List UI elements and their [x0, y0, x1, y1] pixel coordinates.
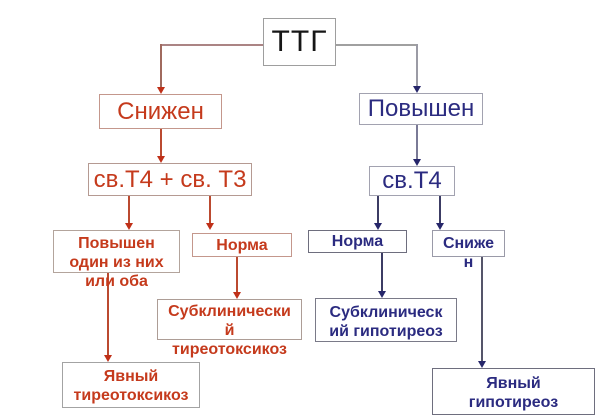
connector-t4t3-povyshenodin — [128, 196, 130, 224]
node-subclin-thyro: Субклинически й тиреотоксикоз — [157, 299, 302, 358]
connector-ttg-povyshen-v — [416, 44, 418, 87]
arrowhead-yavny-hypo — [478, 361, 486, 368]
connector-norma-subclinthyro — [236, 257, 238, 293]
arrowhead-subclin-hypo — [378, 291, 386, 298]
arrowhead-t4 — [413, 159, 421, 166]
node-ttg-label: ТТГ — [271, 25, 328, 58]
connector-ttg-snizhen-v — [160, 44, 162, 88]
connector-t4-norma — [377, 196, 379, 224]
node-subclin-thyro-line3: тиреотоксикоз — [172, 341, 287, 358]
node-yavny-thyro-line2: тиреотоксикоз — [73, 387, 189, 404]
node-povyshen-odin-line1: Повышен — [78, 235, 155, 252]
node-snizhen-left: Снижен — [99, 94, 222, 129]
node-povyshen-odin-line3: или оба — [85, 273, 148, 290]
node-t4: св.Т4 — [369, 166, 455, 196]
connector-snizhen-t4t3 — [160, 129, 162, 157]
connector-povyshen-t4 — [416, 125, 418, 160]
node-snizhen-right-line1: Сниже — [442, 235, 495, 252]
node-snizhen-right-line2: н — [463, 254, 474, 271]
arrowhead-snizhen-left — [157, 87, 165, 94]
node-norma-left: Норма — [192, 233, 292, 257]
node-t4-t3-label: св.Т4 + св. Т3 — [93, 165, 247, 193]
node-norma-right-label: Норма — [331, 233, 384, 250]
node-yavny-thyro: Явный тиреотоксикоз — [62, 362, 200, 408]
node-yavny-hypo-line2: гипотиреоз — [468, 394, 559, 411]
node-norma-left-label: Норма — [216, 237, 268, 254]
node-snizhen-right: Сниже н — [432, 230, 505, 271]
connector-povyshenodin-yavnythyro — [107, 273, 109, 356]
node-subclin-hypo-line1: Субклиническ — [329, 304, 443, 321]
node-ttg: ТТГ — [263, 18, 336, 66]
connector-ttg-povyshen-h — [336, 44, 417, 46]
node-subclin-thyro-line1: Субклинически — [168, 303, 291, 320]
arrowhead-snizhen-right — [436, 223, 444, 230]
node-povyshen-odin-line2: один из них — [69, 254, 164, 271]
arrowhead-norma-left — [206, 223, 214, 230]
node-povyshen-odin: Повышен один из них или оба — [53, 230, 180, 290]
node-t4-label: св.Т4 — [382, 167, 442, 194]
arrowhead-t4t3 — [157, 156, 165, 163]
connector-snizhen-yavnyhypo — [481, 257, 483, 362]
node-povyshen-right-label: Повышен — [367, 95, 475, 122]
node-yavny-thyro-line1: Явный — [103, 368, 159, 385]
arrowhead-povyshen-right — [413, 86, 421, 93]
node-subclin-hypo: Субклиническ ий гипотиреоз — [315, 298, 457, 342]
connector-ttg-snizhen-h — [161, 44, 263, 46]
node-norma-right: Норма — [308, 230, 407, 253]
node-povyshen-right: Повышен — [359, 93, 483, 125]
node-subclin-thyro-line2: й — [224, 322, 235, 339]
arrowhead-povyshenodin — [125, 223, 133, 230]
connector-norma-subclinhypo — [381, 253, 383, 292]
arrowhead-norma-right — [374, 223, 382, 230]
connector-t4t3-norma — [209, 196, 211, 224]
node-yavny-hypo-line1: Явный — [486, 375, 541, 392]
connector-t4-snizhen — [439, 196, 441, 224]
node-snizhen-left-label: Снижен — [117, 97, 204, 125]
node-yavny-hypo: Явный гипотиреоз — [432, 368, 595, 415]
node-t4-t3: св.Т4 + св. Т3 — [88, 163, 252, 196]
arrowhead-yavny-thyro — [104, 355, 112, 362]
node-subclin-hypo-line2: ий гипотиреоз — [329, 323, 443, 340]
arrowhead-subclin-thyro — [233, 292, 241, 299]
